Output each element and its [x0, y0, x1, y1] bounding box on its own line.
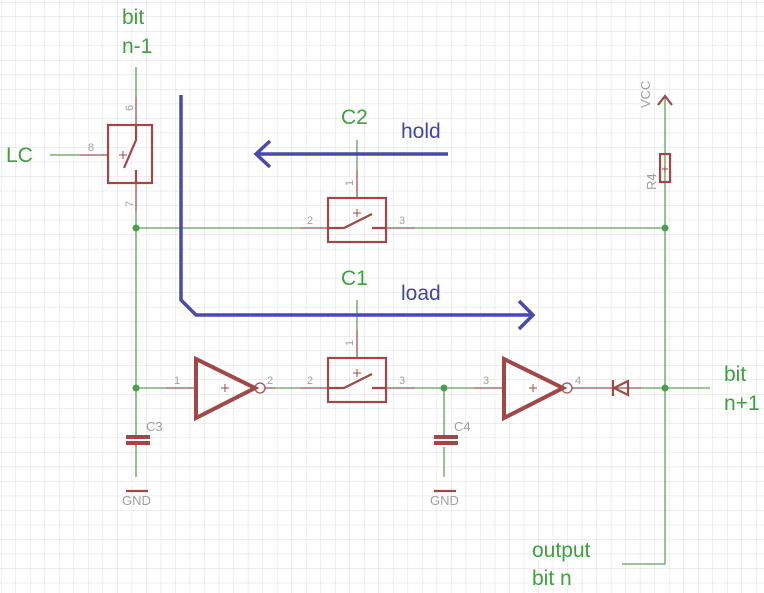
junction-dot: [661, 224, 669, 232]
part-label: C3: [146, 419, 163, 434]
junction-dot: [132, 224, 140, 232]
inverter-2[interactable]: 3 4: [474, 355, 592, 422]
net-labels: bit n-1 LC C2 hold C1 load bit n+1 outpu…: [6, 6, 760, 590]
label-load: load: [401, 282, 441, 305]
label-lc: LC: [6, 144, 33, 167]
vcc-label: VCC: [638, 81, 653, 108]
part-label: C4: [454, 419, 471, 434]
load-arrow: [179, 95, 536, 331]
label-output: output: [532, 539, 591, 562]
pin-label: 8: [88, 142, 94, 154]
gnd-label: GND: [430, 493, 459, 508]
label-c1: C1: [341, 267, 368, 290]
c2-switch[interactable]: 1 2 3: [300, 170, 415, 244]
pin-label: 3: [399, 215, 405, 227]
inverter-1[interactable]: 1 2: [166, 355, 275, 422]
pin-label: 7: [124, 201, 136, 207]
label-hold: hold: [401, 120, 441, 143]
label-bit-prev: bit: [122, 6, 144, 29]
gnd-label: GND: [122, 493, 151, 508]
junction-dot: [440, 384, 448, 392]
label-bit-prev-index: n-1: [122, 35, 152, 58]
c1-switch[interactable]: 1 2 3: [300, 330, 415, 404]
part-label: R4: [644, 173, 659, 190]
label-output-bit: bit n: [532, 567, 572, 590]
resistor-r4[interactable]: R4: [644, 152, 672, 190]
hold-arrow: [253, 139, 448, 169]
label-bit-next: bit: [724, 363, 746, 386]
pin-label: 1: [174, 375, 180, 387]
pin-label: 1: [344, 340, 356, 346]
label-bit-next-index: n+1: [724, 392, 760, 415]
pin-label: 6: [124, 105, 136, 111]
label-c2: C2: [341, 106, 368, 129]
capacitor-c3[interactable]: C3: [126, 419, 163, 447]
ground-symbol: GND: [430, 489, 459, 508]
ground-symbol: GND: [122, 489, 151, 508]
diode[interactable]: [592, 379, 641, 397]
pin-label: 3: [399, 375, 405, 387]
lc-switch[interactable]: 6 8 7: [80, 97, 154, 212]
pin-label: 3: [483, 375, 489, 387]
junction-dot: [132, 384, 140, 392]
pin-label: 2: [267, 375, 273, 387]
pin-label: 4: [575, 375, 581, 387]
junction-dot: [661, 384, 669, 392]
pin-label: 2: [307, 375, 313, 387]
pin-label: 1: [344, 180, 356, 186]
pin-label: 2: [307, 215, 313, 227]
vcc-symbol: VCC: [638, 81, 673, 108]
capacitor-c4[interactable]: C4: [434, 419, 471, 445]
